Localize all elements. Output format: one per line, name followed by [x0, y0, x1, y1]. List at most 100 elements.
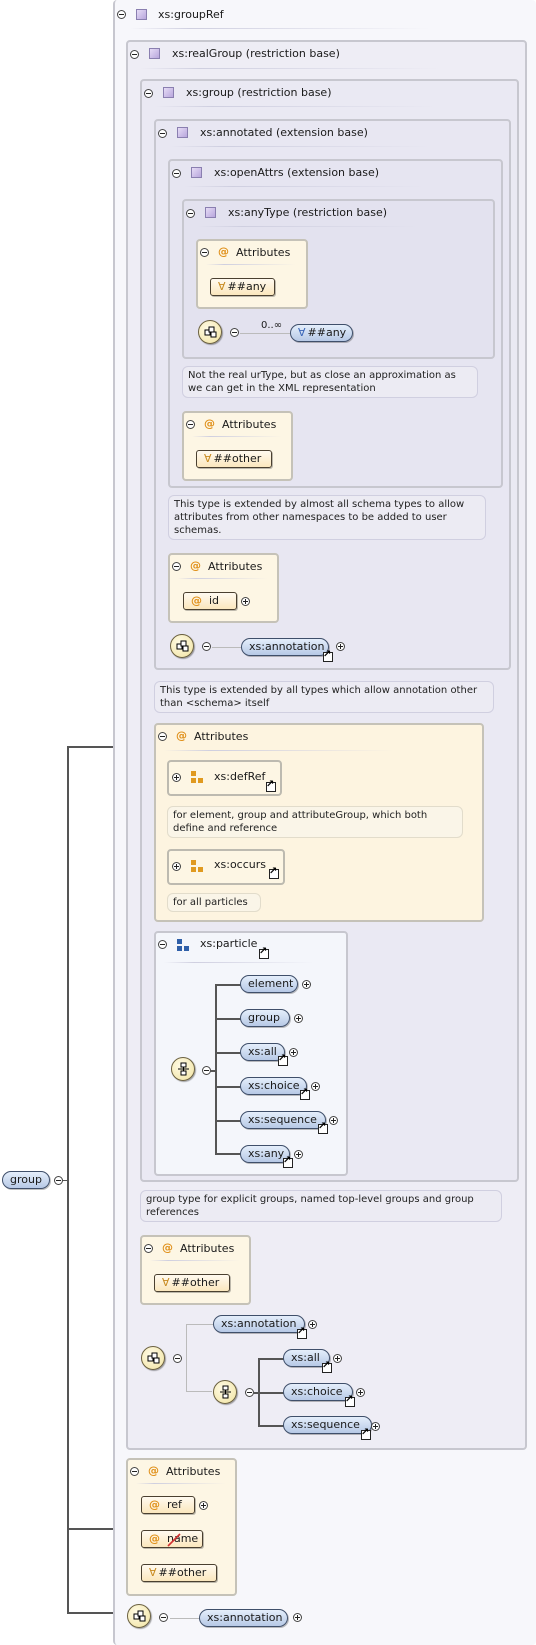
anytype-attributes-toggle[interactable] — [200, 248, 209, 257]
link-arrow-icon[interactable] — [323, 649, 333, 662]
particle-item-group-expand[interactable] — [294, 1014, 303, 1023]
groupref-attributes-divider — [136, 1483, 226, 1484]
group-attributes-toggle[interactable] — [158, 732, 167, 741]
anytype-element-wildcard[interactable]: ∀##any — [290, 324, 353, 342]
link-arrow-icon[interactable] — [300, 1087, 310, 1100]
realgroup-attr-wildcard[interactable]: ∀##other — [154, 1274, 230, 1292]
realgroup-attributes-divider — [150, 1260, 240, 1261]
sequence-compositor[interactable] — [170, 634, 194, 658]
at-icon: @ — [218, 245, 229, 258]
groupref-attr-wildcard[interactable]: ∀##other — [141, 1564, 217, 1582]
anytype-documentation: Not the real urType, but as close an app… — [182, 366, 478, 398]
realgroup-choice-all[interactable]: xs:all — [283, 1349, 330, 1367]
realgroup-annotation-expand[interactable] — [308, 1320, 317, 1329]
root-collapse-toggle[interactable] — [54, 1176, 63, 1185]
choice-compositor[interactable] — [171, 1057, 195, 1081]
annotated-id-attribute[interactable]: @ id — [183, 592, 237, 610]
openattrs-attr-wildcard[interactable]: ∀##other — [196, 450, 272, 468]
defref-attr-group-box[interactable] — [167, 760, 282, 796]
root-branch-attrs — [67, 1528, 141, 1530]
defref-expand-toggle[interactable] — [172, 773, 181, 782]
sequence-compositor[interactable] — [198, 320, 222, 344]
group-collapse-toggle[interactable] — [144, 89, 153, 98]
particle-item-group[interactable]: group — [240, 1009, 290, 1027]
link-arrow-icon[interactable] — [283, 1155, 293, 1168]
realgroup-choice-all-expand[interactable] — [333, 1354, 342, 1363]
annotated-sequence-toggle[interactable] — [202, 642, 211, 651]
particle-item-any[interactable]: xs:any — [240, 1145, 290, 1163]
particle-item-choice[interactable]: xs:choice — [240, 1077, 307, 1095]
link-arrow-icon[interactable] — [322, 1360, 332, 1373]
particle-item-all[interactable]: xs:all — [240, 1043, 285, 1061]
anytype-attributes-divider — [206, 264, 296, 265]
realgroup-annotation-element[interactable]: xs:annotation — [213, 1315, 305, 1333]
sequence-compositor[interactable] — [127, 1604, 151, 1628]
annotated-attributes-toggle[interactable] — [172, 562, 181, 571]
particle-item-sequence-expand[interactable] — [329, 1116, 338, 1125]
link-arrow-icon[interactable] — [345, 1394, 355, 1407]
particle-item-choice-expand[interactable] — [311, 1082, 320, 1091]
choice-compositor[interactable] — [213, 1380, 237, 1404]
link-arrow-icon[interactable] — [278, 1053, 288, 1066]
root-group-element[interactable]: group — [2, 1171, 50, 1189]
choice-icon — [178, 1062, 189, 1076]
type-icon — [149, 48, 160, 59]
openattrs-attributes-box — [182, 411, 293, 481]
realgroup-choice-choice[interactable]: xs:choice — [283, 1383, 353, 1401]
particle-branch-choice — [215, 1086, 241, 1088]
annotated-collapse-toggle[interactable] — [158, 129, 167, 138]
particle-item-element[interactable]: element — [240, 975, 298, 993]
attribute-group-icon — [191, 771, 203, 783]
choice-icon — [220, 1385, 231, 1399]
realgroup-choice-choice-expand[interactable] — [356, 1388, 365, 1397]
groupref-ref-attribute[interactable]: @ ref — [141, 1496, 195, 1514]
defref-label[interactable]: xs:defRef — [214, 770, 266, 783]
link-arrow-icon[interactable] — [297, 1326, 307, 1339]
anytype-sequence-toggle[interactable] — [230, 328, 239, 337]
groupref-annotation-expand[interactable] — [293, 1613, 302, 1622]
particle-title[interactable]: xs:particle — [200, 937, 258, 950]
groupref-attributes-toggle[interactable] — [130, 1467, 139, 1476]
groupref-collapse-toggle[interactable] — [117, 10, 126, 19]
annotated-annotation-element[interactable]: xs:annotation — [241, 638, 329, 656]
particle-item-sequence[interactable]: xs:sequence — [240, 1111, 326, 1129]
openattrs-collapse-toggle[interactable] — [172, 169, 181, 178]
realgroup-attributes-toggle[interactable] — [144, 1244, 153, 1253]
groupref-ref-expand[interactable] — [199, 1501, 208, 1510]
occurs-expand-toggle[interactable] — [172, 862, 181, 871]
particle-item-element-expand[interactable] — [302, 980, 311, 989]
link-arrow-icon[interactable] — [318, 1121, 328, 1134]
realgroup-choice-sequence-expand[interactable] — [371, 1422, 380, 1431]
annotated-id-expand-toggle[interactable] — [241, 597, 250, 606]
groupref-annotation-element[interactable]: xs:annotation — [199, 1609, 288, 1627]
particle-branch-any — [215, 1153, 241, 1155]
anytype-attr-wildcard-text: ##any — [227, 280, 267, 293]
groupref-name-attribute[interactable]: @ name — [141, 1530, 203, 1548]
link-arrow-icon[interactable] — [361, 1427, 371, 1440]
link-arrow-icon[interactable] — [269, 866, 279, 879]
group-header-divider — [155, 106, 435, 107]
annotated-annotation-expand-toggle[interactable] — [336, 642, 345, 651]
anytype-attr-wildcard[interactable]: ∀##any — [210, 278, 275, 296]
particle-item-any-expand[interactable] — [294, 1150, 303, 1159]
realgroup-attr-wildcard-text: ##other — [171, 1276, 220, 1289]
sequence-icon — [204, 326, 217, 338]
openattrs-attributes-toggle[interactable] — [186, 420, 195, 429]
at-icon: @ — [190, 559, 201, 572]
openattrs-attr-wildcard-text: ##other — [213, 452, 262, 465]
occurs-label[interactable]: xs:occurs — [214, 858, 266, 871]
anytype-title: xs:anyType (restriction base) — [228, 206, 388, 219]
occurs-attr-group-box[interactable] — [167, 849, 285, 885]
groupref-sequence-toggle[interactable] — [159, 1613, 168, 1622]
anytype-header-divider — [198, 226, 418, 227]
link-arrow-icon[interactable] — [259, 946, 269, 959]
occurs-documentation: for all particles — [167, 893, 261, 912]
realgroup-choice-sequence[interactable]: xs:sequence — [283, 1416, 372, 1434]
realgroup-collapse-toggle[interactable] — [130, 50, 139, 59]
realgroup-sequence-toggle[interactable] — [173, 1354, 182, 1363]
sequence-compositor[interactable] — [141, 1346, 165, 1370]
particle-item-all-expand[interactable] — [289, 1048, 298, 1057]
anytype-collapse-toggle[interactable] — [186, 209, 195, 218]
link-arrow-icon[interactable] — [266, 779, 276, 792]
particle-collapse-toggle[interactable] — [158, 940, 167, 949]
